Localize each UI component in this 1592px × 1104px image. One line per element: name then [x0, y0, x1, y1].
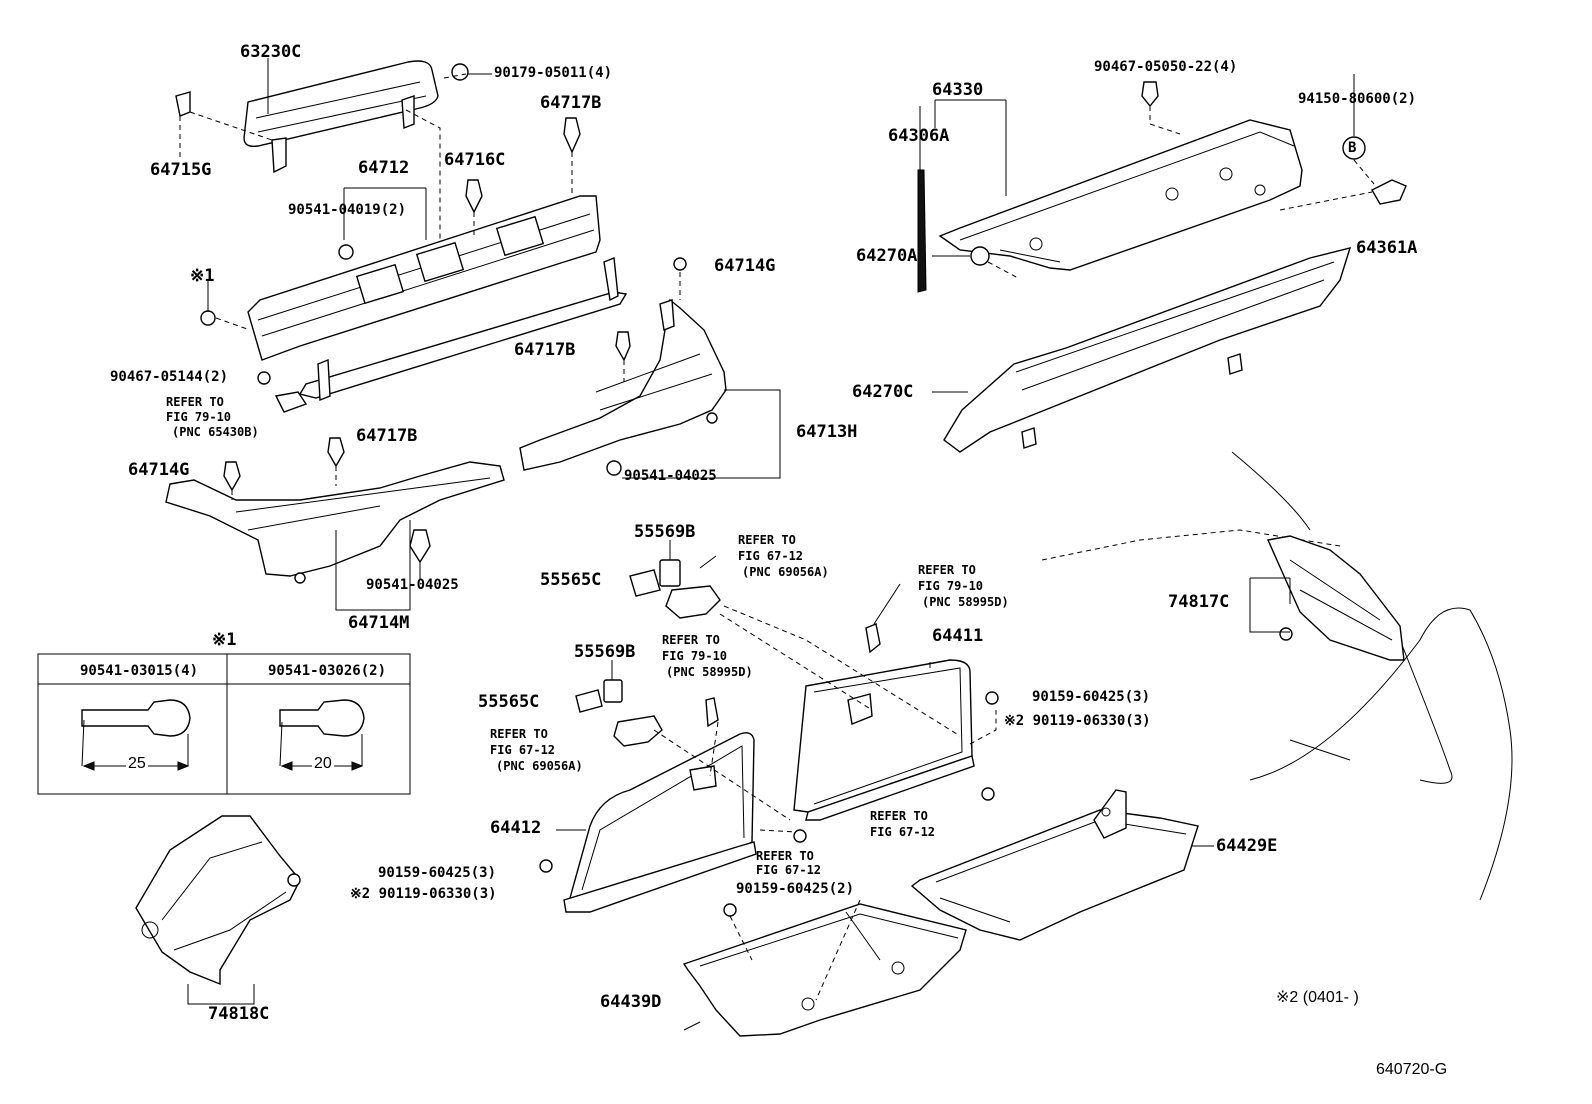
label-64306A: 64306A: [888, 126, 950, 146]
label-90467-05050-22: 90467-05050-22(4): [1094, 59, 1238, 75]
part-64330-drawing: [917, 81, 1407, 293]
label-circle-b: B: [1348, 140, 1357, 156]
part-63230C-drawing: [175, 60, 469, 174]
label-55565C-lower: 55565C: [478, 692, 540, 712]
refer2-line3: (PNC 69056A): [742, 565, 829, 579]
diagram-id: 640720-G: [1376, 1061, 1448, 1078]
label-64714M: 64714M: [348, 613, 410, 633]
refer1-line1: REFER TO: [166, 395, 224, 409]
label-64411: 64411: [932, 626, 984, 646]
refer6-line1: REFER TO: [870, 809, 928, 823]
label-90159-60425-2: 90159-60425(2): [736, 881, 855, 897]
inset-dim-20: 20: [312, 755, 334, 772]
label-74818C: 74818C: [208, 1004, 270, 1024]
inset-dim-25: 25: [126, 755, 148, 772]
label-90467-05144: 90467-05144(2): [110, 369, 229, 385]
label-90119-06330-left: ※2 90119-06330(3): [350, 886, 497, 902]
label-64715G: 64715G: [150, 160, 212, 180]
label-64713H: 64713H: [796, 422, 858, 442]
inset-title: ※1: [212, 630, 237, 650]
label-55569B-lower: 55569B: [574, 642, 636, 662]
part-74818C-drawing: [135, 815, 301, 986]
label-64439D: 64439D: [600, 992, 662, 1012]
label-63230C: 63230C: [240, 42, 302, 62]
part-64714M-drawing: [165, 437, 505, 584]
refer4-line3: (PNC 58995D): [666, 665, 753, 679]
label-64712: 64712: [358, 158, 410, 178]
note2-date-range: ※2 (0401- ): [1276, 989, 1359, 1006]
part-64412-drawing: [563, 697, 757, 913]
label-64717B-low: 64717B: [356, 426, 418, 446]
label-64270A: 64270A: [856, 246, 918, 266]
inset-col1-header: 90541-03015(4): [80, 663, 199, 679]
label-90541-04025-b: 90541-04025: [366, 577, 459, 593]
label-90541-04019: 90541-04019(2): [288, 202, 407, 218]
label-94150-80600: 94150-80600(2): [1298, 91, 1417, 107]
label-55569B-upper: 55569B: [634, 522, 696, 542]
refer2-line1: REFER TO: [738, 533, 796, 547]
refer4-line1: REFER TO: [662, 633, 720, 647]
part-55569B-lower-drawing: [575, 679, 663, 747]
label-90159-60425-left: 90159-60425(3): [378, 865, 497, 881]
label-90119-06330-right: ※2 90119-06330(3): [1004, 713, 1151, 729]
inset-box-drawing: [37, 653, 411, 795]
refer7-line1: REFER TO: [756, 849, 814, 863]
refer1-line3: (PNC 65430B): [172, 425, 259, 439]
label-55565C-upper: 55565C: [540, 570, 602, 590]
refer3-line1: REFER TO: [918, 563, 976, 577]
label-64717B-top: 64717B: [540, 93, 602, 113]
label-64330: 64330: [932, 80, 984, 100]
refer4-line2: FIG 79-10: [662, 649, 728, 663]
label-64270C: 64270C: [852, 382, 914, 402]
refer6-line2: FIG 67-12: [870, 825, 936, 839]
label-74817C: 74817C: [1168, 592, 1230, 612]
part-64270C-drawing: [943, 246, 1352, 453]
part-64712-drawing: [200, 117, 601, 385]
refer1-line2: FIG 79-10: [166, 410, 232, 424]
part-64713H-drawing: [519, 257, 727, 476]
label-64716C: 64716C: [444, 150, 506, 170]
label-90179-05011: 90179-05011(4): [494, 65, 613, 81]
refer5-line3: (PNC 69056A): [496, 759, 583, 773]
label-90541-04025-a: 90541-04025: [624, 468, 717, 484]
label-note1: ※1: [190, 266, 215, 286]
label-90159-60425-right: 90159-60425(3): [1032, 689, 1151, 705]
label-64361A: 64361A: [1356, 238, 1418, 258]
part-64411-drawing: [793, 623, 975, 821]
body-outline-drawing: [1041, 451, 1513, 901]
label-64714G-left: 64714G: [128, 460, 190, 480]
refer2-line2: FIG 67-12: [738, 549, 804, 563]
refer5-line2: FIG 67-12: [490, 743, 556, 757]
label-64714G-right: 64714G: [714, 256, 776, 276]
refer3-line2: FIG 79-10: [918, 579, 984, 593]
refer5-line1: REFER TO: [490, 727, 548, 741]
part-64429E-drawing: [910, 789, 1199, 941]
refer7-line2: FIG 67-12: [756, 863, 822, 877]
part-rail-drawing: [274, 257, 628, 413]
label-64412: 64412: [490, 818, 542, 838]
inset-col2-header: 90541-03026(2): [268, 663, 387, 679]
refer3-line3: (PNC 58995D): [922, 595, 1009, 609]
part-64439D-drawing: [682, 903, 967, 1037]
part-55569B-upper-drawing: [629, 559, 721, 619]
label-64717B-mid: 64717B: [514, 340, 576, 360]
label-64429E: 64429E: [1216, 836, 1278, 856]
